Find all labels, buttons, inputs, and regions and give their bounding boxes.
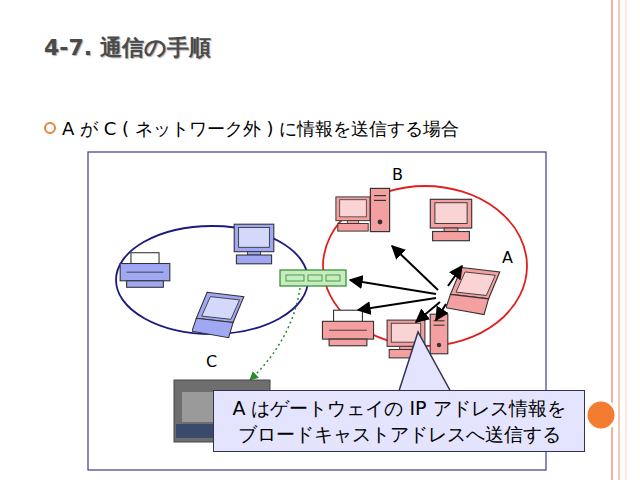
- callout-box: A はゲートウェイの IP アドレス情報を ブロードキャストアドレスへ送信する: [213, 390, 585, 452]
- pc-icon: [430, 199, 471, 240]
- device-label: C: [206, 352, 217, 371]
- deco-circle: [586, 400, 616, 430]
- deco-line: [618, 0, 620, 480]
- printer-icon: [120, 253, 170, 288]
- gateway-leader: [250, 288, 300, 380]
- broadcast-arrow: [448, 266, 462, 286]
- pc-icon: [234, 224, 274, 264]
- callout-text: A はゲートウェイの IP アドレス情報を ブロードキャストアドレスへ送信する: [220, 395, 578, 447]
- deco-line: [626, 0, 627, 480]
- bullet-mark: [45, 123, 55, 133]
- hub-port: [308, 275, 322, 281]
- bullet-text: A が C ( ネットワーク外 ) に情報を送信する場合: [62, 117, 459, 141]
- hub-port: [286, 275, 304, 281]
- broadcast-arrow: [358, 298, 436, 310]
- callout-tail: [398, 332, 452, 394]
- broadcast-arrow: [392, 246, 438, 290]
- hub-port: [326, 275, 340, 281]
- gateway-hub: [280, 270, 346, 286]
- device-label: B: [392, 165, 403, 184]
- pc-icon: [336, 197, 370, 231]
- server-icon: [430, 314, 448, 354]
- laptop-icon: [446, 267, 500, 314]
- slide-title: 4-7. 通信の手順: [44, 33, 211, 63]
- broadcast-arrow: [350, 280, 436, 294]
- laptop-icon: [192, 292, 244, 337]
- photo-detail: [176, 424, 216, 438]
- server-icon: [370, 188, 389, 231]
- printer-icon: [322, 310, 373, 346]
- device-label: A: [502, 248, 513, 267]
- broadcast-arrow: [436, 304, 446, 320]
